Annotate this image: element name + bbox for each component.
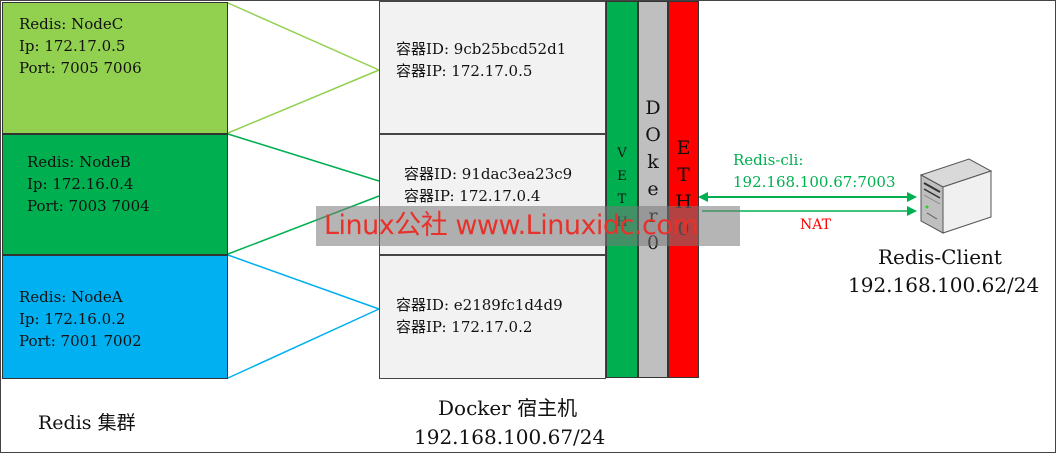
veth-letter: E xyxy=(617,169,627,184)
host-ip: 192.168.100.67/24 xyxy=(414,425,606,449)
eth0-bar: E T H 0 xyxy=(668,1,699,378)
docker0-letter: k xyxy=(647,151,659,173)
container-3-ip: 容器IP: 172.17.0.2 xyxy=(396,318,533,336)
nodec-link-bottom xyxy=(227,69,380,134)
docker0-letter: e xyxy=(647,178,659,200)
client-ip: 192.168.100.62/24 xyxy=(848,273,1040,297)
node-b-port: Port: 7003 7004 xyxy=(27,197,150,215)
nodea-link-top xyxy=(227,254,380,310)
docker0-letter: O xyxy=(645,124,661,146)
node-a-ip: Ip: 172.16.0.2 xyxy=(19,310,126,328)
nat-arrow-head xyxy=(907,206,917,216)
docker0-bar: D O k e r 0 xyxy=(638,1,668,378)
eth0-letter: E xyxy=(676,137,691,159)
redis-cli-label: Redis-cli: xyxy=(733,151,804,169)
redis-cli-address: 192.168.100.67:7003 xyxy=(733,173,896,191)
watermark: Linux公社 www.Linuxidc.com xyxy=(316,206,740,246)
nodeb-link-bottom xyxy=(227,195,380,255)
node-a-port: Port: 7001 7002 xyxy=(19,332,142,350)
container-2-id: 容器ID: 91dac3ea23c9 xyxy=(404,165,573,183)
nat-label: NAT xyxy=(800,217,831,233)
container-1: 容器ID: 9cb25bcd52d1 容器IP: 172.17.0.5 xyxy=(379,1,606,134)
nodec-link-top xyxy=(227,2,380,71)
veth-letter: V xyxy=(617,146,627,161)
cluster-label: Redis 集群 xyxy=(38,412,136,434)
node-b-ip: Ip: 172.16.0.4 xyxy=(27,175,134,193)
container-1-id: 容器ID: 9cb25bcd52d1 xyxy=(396,40,567,58)
arrow-head-left xyxy=(698,192,708,202)
redis-node-c: Redis: NodeC Ip: 172.17.0.5 Port: 7005 7… xyxy=(2,2,228,134)
node-a-name: Redis: NodeA xyxy=(19,288,123,306)
client-title: Redis-Client xyxy=(878,245,1002,269)
nodea-link-bottom xyxy=(227,308,380,379)
node-c-port: Port: 7005 7006 xyxy=(19,59,142,77)
node-c-ip: Ip: 172.17.0.5 xyxy=(19,37,126,55)
container-3-id: 容器ID: e2189fc1d4d9 xyxy=(396,296,563,314)
redis-node-b: Redis: NodeB Ip: 172.16.0.4 Port: 7003 7… xyxy=(2,134,228,255)
node-b-name: Redis: NodeB xyxy=(27,153,131,171)
container-3: 容器ID: e2189fc1d4d9 容器IP: 172.17.0.2 xyxy=(379,255,606,379)
docker0-letter: D xyxy=(645,97,661,119)
container-2-ip: 容器IP: 172.17.0.4 xyxy=(404,187,541,205)
eth0-letter: T xyxy=(677,164,690,186)
container-1-ip: 容器IP: 172.17.0.5 xyxy=(396,62,533,80)
arrow-head-right xyxy=(907,192,917,202)
server-icon xyxy=(919,158,993,234)
host-title: Docker 宿主机 xyxy=(438,396,578,420)
redis-node-a: Redis: NodeA Ip: 172.16.0.2 Port: 7001 7… xyxy=(2,255,228,379)
node-c-name: Redis: NodeC xyxy=(19,15,124,33)
nodeb-link-top xyxy=(227,133,380,182)
veth-letter: T xyxy=(617,192,627,207)
veth-bar: V E T H xyxy=(606,1,638,378)
